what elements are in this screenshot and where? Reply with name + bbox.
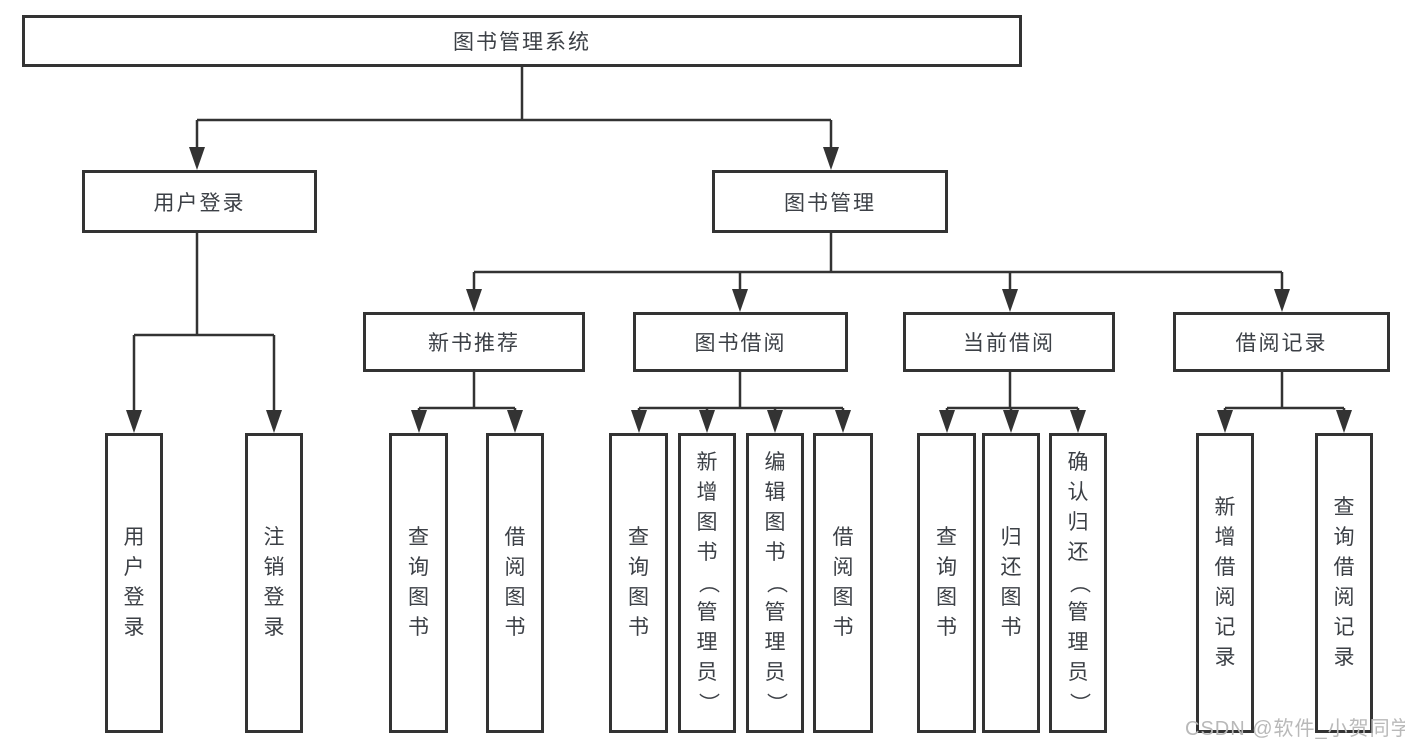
node-current-borrow-label: 当前借阅 — [963, 332, 1055, 355]
node-user-login-label: 用户登录 — [153, 191, 246, 215]
node-root-library-system: 图书管理系统 — [22, 15, 1022, 67]
leaf-borrow-query-book: 查询图书 — [609, 433, 668, 733]
arrowheads — [126, 147, 1352, 433]
leaf-borrow-add-book-admin: 新增图书（管理员） — [678, 433, 736, 733]
leaf-borrow-borrow-book: 借阅图书 — [813, 433, 873, 733]
node-new-book-recommend: 新书推荐 — [363, 312, 585, 372]
node-user-login: 用户登录 — [82, 170, 317, 233]
node-root-label: 图书管理系统 — [453, 31, 591, 54]
node-book-borrow: 图书借阅 — [633, 312, 848, 372]
leaf-record-query-record: 查询借阅记录 — [1315, 433, 1373, 733]
leaf-record-add-record: 新增借阅记录 — [1196, 433, 1254, 733]
leaf-user-login: 用户登录 — [105, 433, 163, 733]
node-borrow-record: 借阅记录 — [1173, 312, 1390, 372]
node-book-management: 图书管理 — [712, 170, 948, 233]
node-book-management-label: 图书管理 — [784, 191, 876, 215]
csdn-watermark: CSDN @软件_小贺同学 — [1185, 718, 1405, 740]
leaf-borrow-edit-book-admin: 编辑图书（管理员） — [746, 433, 804, 733]
leaf-newbook-query-book: 查询图书 — [389, 433, 448, 733]
node-current-borrow: 当前借阅 — [903, 312, 1115, 372]
leaf-current-confirm-return-admin: 确认归还（管理员） — [1049, 433, 1107, 733]
leaf-logout: 注销登录 — [245, 433, 303, 733]
node-book-borrow-label: 图书借阅 — [694, 332, 787, 355]
node-borrow-record-label: 借阅记录 — [1235, 332, 1328, 355]
leaf-current-query-book: 查询图书 — [917, 433, 976, 733]
node-new-book-recommend-label: 新书推荐 — [428, 332, 520, 355]
leaf-newbook-borrow-book: 借阅图书 — [486, 433, 544, 733]
leaf-current-return-book: 归还图书 — [982, 433, 1040, 733]
